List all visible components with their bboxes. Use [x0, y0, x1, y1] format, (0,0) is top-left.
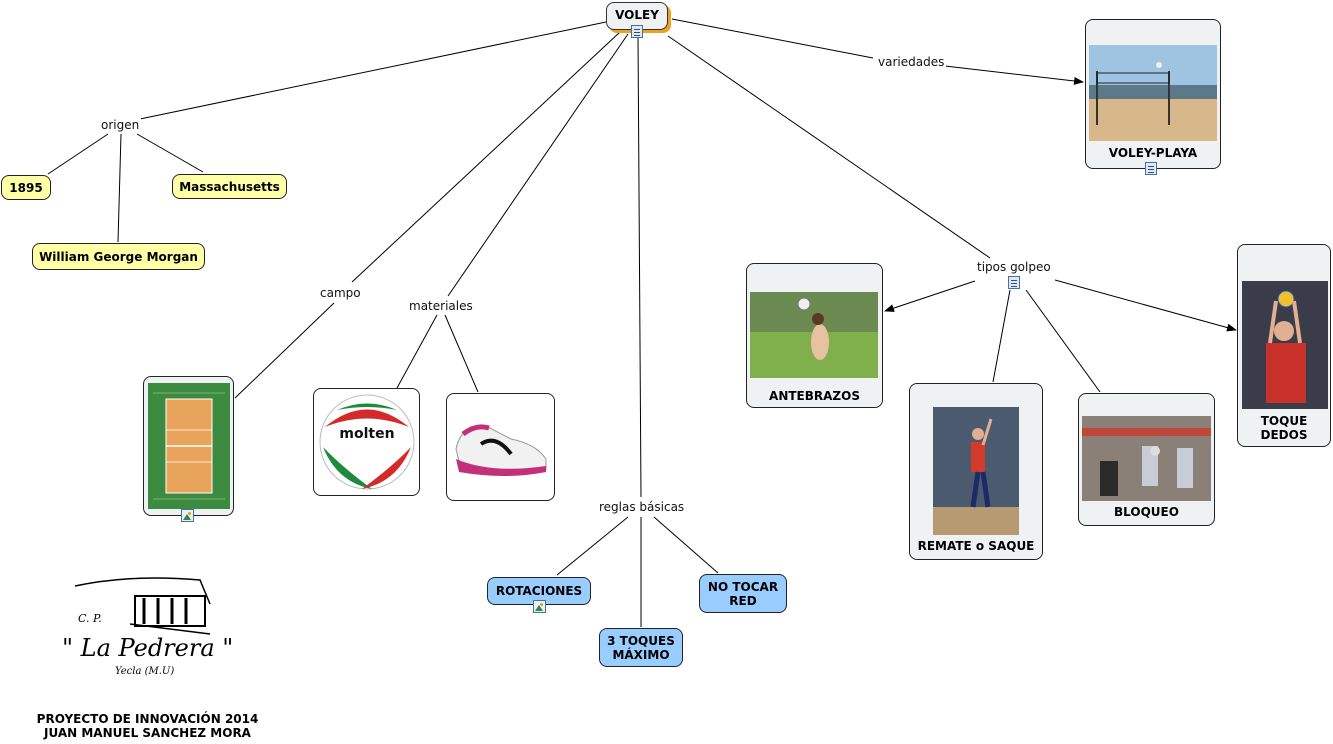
node-no-tocar-red[interactable]: NO TOCAR RED [699, 574, 787, 613]
remate-node[interactable]: REMATE o SAQUE [909, 383, 1043, 560]
link-root-campo [351, 31, 621, 283]
node-no-tocar-red-label: NO TOCAR RED [707, 579, 779, 608]
link-origen-morgan [117, 133, 122, 243]
shoe-image-node[interactable] [446, 393, 555, 501]
node-1895-label: 1895 [9, 180, 43, 195]
school-building-drawing [74, 577, 211, 635]
node-1895[interactable]: 1895 [1, 175, 51, 200]
node-toques[interactable]: 3 TOQUES MÁXIMO [599, 628, 683, 667]
toque-dedos-picture [1242, 281, 1328, 409]
link-label-tipos: tipos golpeo [975, 260, 1053, 274]
link-root-materiales [447, 33, 629, 297]
link-tipos-bloqueo [1025, 289, 1101, 393]
node-morgan[interactable]: William George Morgan [32, 243, 205, 270]
remate-picture [933, 407, 1019, 535]
bloqueo-label: BLOQUEO [1114, 505, 1179, 519]
voley-playa-picture [1089, 45, 1217, 141]
voley-playa-node[interactable]: VOLEY-PLAYA [1085, 19, 1221, 169]
image-icon[interactable] [533, 600, 546, 613]
bloqueo-picture [1082, 416, 1211, 501]
link-label-variedades: variedades [876, 55, 947, 69]
shoe-picture [455, 424, 547, 476]
link-reglas-rotaciones [556, 516, 629, 576]
remate-label: REMATE o SAQUE [917, 539, 1035, 553]
node-massachusetts-label: Massachusetts [179, 179, 280, 194]
court-diagram [148, 383, 230, 509]
link-root-tipos [667, 35, 991, 259]
node-rotaciones-label: ROTACIONES [495, 584, 583, 598]
link-reglas-red [653, 516, 719, 574]
link-label-reglas: reglas básicas [597, 500, 687, 514]
voley-playa-label: VOLEY-PLAYA [1108, 146, 1198, 160]
link-tipos-antebrazos [884, 280, 976, 312]
ball-image-node[interactable]: molten [313, 388, 420, 496]
logo-name: " La Pedrera " [62, 634, 234, 662]
link-label-materiales: materiales [407, 299, 475, 313]
logo-cp: C. P. [78, 612, 102, 625]
school-logo: C. P. " La Pedrera " Yecla (M.U) [60, 574, 240, 684]
link-origen-1895 [47, 133, 109, 175]
image-icon[interactable] [181, 509, 194, 522]
bloqueo-node[interactable]: BLOQUEO [1078, 393, 1215, 526]
footer-line1: PROYECTO DE INNOVACIÓN 2014 [36, 712, 259, 726]
antebrazos-picture [750, 292, 878, 378]
node-toques-label: 3 TOQUES MÁXIMO [607, 633, 675, 662]
link-root-origen [139, 21, 607, 120]
link-materiales-shoe [444, 314, 479, 393]
court-image-node[interactable] [143, 376, 234, 516]
link-materiales-ball [396, 314, 438, 389]
link-origen-massachusetts [136, 133, 204, 173]
root-label: VOLEY [615, 8, 659, 22]
antebrazos-node[interactable]: ANTEBRAZOS [746, 263, 883, 408]
link-campo-court [234, 302, 335, 399]
document-icon[interactable] [631, 25, 643, 38]
footer: PROYECTO DE INNOVACIÓN 2014 JUAN MANUEL … [20, 712, 275, 740]
node-massachusetts[interactable]: Massachusetts [172, 174, 287, 199]
node-morgan-label: William George Morgan [39, 249, 198, 264]
link-tipos-remate [992, 289, 1011, 383]
document-icon[interactable] [1145, 162, 1157, 175]
link-tipos-toque [1054, 279, 1237, 332]
link-root-reglas [637, 35, 642, 498]
link-variedades-playa [944, 65, 1084, 85]
ball-brand: molten [339, 426, 394, 442]
volleyball-picture: molten [319, 394, 415, 490]
logo-town: Yecla (M.U) [115, 666, 175, 677]
link-root-variedades [671, 18, 874, 59]
toque-dedos-label: TOQUE DEDOS [1260, 414, 1308, 442]
document-icon[interactable] [1008, 276, 1020, 289]
antebrazos-label: ANTEBRAZOS [769, 389, 860, 403]
toque-dedos-node[interactable]: TOQUE DEDOS [1237, 244, 1331, 447]
footer-line2: JUAN MANUEL SANCHEZ MORA [44, 726, 251, 740]
link-label-origen: origen [99, 118, 142, 132]
link-label-campo: campo [318, 286, 363, 300]
